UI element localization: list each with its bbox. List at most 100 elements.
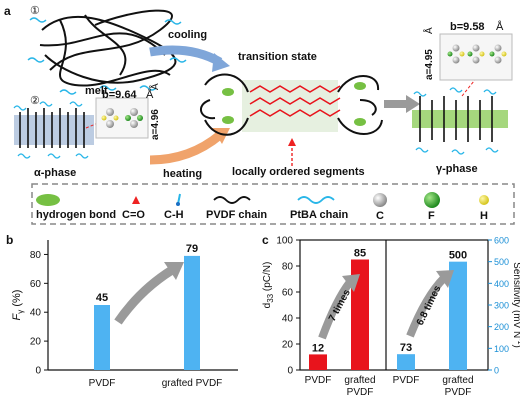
chart-b-bar <box>94 305 110 370</box>
gamma-a-unit: Å <box>422 27 435 34</box>
chart-c-xtick-label: PVDF <box>393 375 420 386</box>
chart-c-right-ytick-label: 100 <box>494 344 509 354</box>
gamma-phase-label: γ-phase <box>436 163 478 175</box>
legend-box <box>31 183 515 225</box>
transition-hbond-2 <box>222 116 234 124</box>
panel-b-label: b <box>6 233 13 247</box>
chart-c-left-ytick-label: 40 <box>282 314 294 325</box>
chart-c-left-ytick-label: 80 <box>282 262 294 273</box>
chart-c-xtick-label: PVDF <box>305 375 332 386</box>
gamma-a-parameter: a=4.95 <box>424 49 435 80</box>
chart-b-data-label: 79 <box>186 243 198 255</box>
gamma-phase-ptba <box>413 87 499 155</box>
chart-c-right-bar <box>397 354 415 370</box>
chart-c-right-ytick-label: 400 <box>494 279 509 289</box>
alpha-phase-label: α-phase <box>34 167 76 179</box>
alpha-phase-chains <box>19 108 85 148</box>
chart-c-right-growth-arrowhead <box>436 270 454 288</box>
transition-hbond-1 <box>222 88 234 96</box>
chart-b-bar <box>184 255 200 370</box>
transition-hbond-3 <box>354 82 366 90</box>
panel-a-label: a <box>4 4 11 18</box>
legend-pvdf-swatch <box>213 196 251 204</box>
legend-hbond-label: hydrogen bond <box>36 209 116 221</box>
chart-c-right-data-label: 500 <box>449 250 467 262</box>
transition-ordered-region <box>242 80 338 132</box>
heating-arrow <box>149 131 223 165</box>
alpha-a-unit: Å <box>148 83 161 90</box>
heating-label: heating <box>163 168 202 180</box>
chart-c-left-growth-arrow <box>318 279 354 340</box>
legend-co-swatch <box>132 196 140 204</box>
chart-c-left-ytick-label: 60 <box>282 288 294 299</box>
legend-hydrogen-label: H <box>480 210 488 222</box>
cooling-label: cooling <box>168 29 207 41</box>
gamma-b-unit: Å <box>496 20 504 33</box>
chart-b-ytick-label: 20 <box>30 337 42 348</box>
transition-hbond-4 <box>354 118 366 126</box>
to-gamma-arrowhead <box>406 95 420 113</box>
legend-fluorine-label: F <box>428 210 435 222</box>
chart-b-xtick-label: grafted PVDF <box>162 378 223 389</box>
step-2-marker: ② <box>30 95 40 107</box>
chart-c-left-ytick-label: 0 <box>287 366 293 377</box>
legend-hydrogen-icon <box>479 195 489 205</box>
alpha-b-parameter: b=9.64 <box>102 89 137 101</box>
chart-b-ylabel: Fγ (%) <box>11 290 25 321</box>
alpha-unit-cell-atoms <box>101 108 143 128</box>
step-1-marker: ① <box>30 5 40 17</box>
chart-c-right-ytick-label: 200 <box>494 322 509 332</box>
chart-c-left-ylabel: d33 (pC/N) <box>262 262 275 309</box>
legend-pvdf-label: PVDF chain <box>206 209 267 221</box>
gamma-b-parameter: b=9.58 <box>450 21 485 33</box>
chart-c-left-ytick-label: 100 <box>276 236 293 247</box>
legend-co-label: C=O <box>122 209 145 221</box>
chart-c-left-growth-arrowhead <box>342 274 360 292</box>
chart-b-ytick-label: 0 <box>35 366 41 377</box>
chart-c-right-growth-arrow <box>406 275 447 338</box>
chart-c-left-data-label: 12 <box>312 342 324 354</box>
chart-c-left-data-label: 85 <box>354 248 366 260</box>
cooling-arrowhead <box>212 53 230 72</box>
chart-c-right-ylabel: Sensitivity (mV N-1) <box>511 262 520 348</box>
gamma-phase-chains <box>419 96 493 142</box>
alpha-phase-ptba <box>13 101 89 159</box>
chart-b-ytick-label: 80 <box>30 250 42 261</box>
legend-hbond-swatch <box>36 194 60 206</box>
chart-c-left-ytick-label: 20 <box>282 340 294 351</box>
alpha-a-parameter: a=4.96 <box>150 109 161 140</box>
chart-b-ytick-label: 40 <box>30 308 42 319</box>
chart-c-right-ytick-label: 300 <box>494 301 509 311</box>
locally-ordered-zigzags <box>249 85 341 117</box>
chart-c-right-ytick-label: 0 <box>494 366 499 376</box>
transition-state-label: transition state <box>238 51 317 63</box>
chart-c-right-bar <box>449 261 467 370</box>
chart-c-left-annotation: 7 times <box>327 287 353 323</box>
chart-b-xtick-label: PVDF <box>89 378 116 389</box>
chart-b-increase-arrow <box>114 266 175 325</box>
chart-c-right-data-label: 73 <box>400 342 412 354</box>
legend-ch-swatch-dot <box>176 202 180 206</box>
legend-ptba-swatch <box>297 196 335 204</box>
melt-ptba-chains <box>27 17 187 95</box>
chart-b-ytick-label: 60 <box>30 279 42 290</box>
alpha-phase-crystal-band <box>14 115 94 145</box>
panel-c-label: c <box>262 233 269 247</box>
alpha-b-unit: Å <box>146 88 154 101</box>
ordered-segments-pointer-head <box>288 138 296 146</box>
chart-b-data-label: 45 <box>96 292 108 304</box>
locally-ordered-label: locally ordered segments <box>232 166 365 178</box>
gamma-phase-crystal-band <box>412 110 508 128</box>
legend-ch-label: C-H <box>164 209 184 221</box>
legend-fluorine-icon <box>424 192 440 208</box>
legend-carbon-label: C <box>376 210 384 222</box>
chart-c-right-ytick-label: 500 <box>494 257 509 267</box>
melt-label: melt <box>85 85 108 97</box>
melt-chain-tangle <box>39 9 177 87</box>
gamma-unit-cell-atoms <box>447 44 507 64</box>
